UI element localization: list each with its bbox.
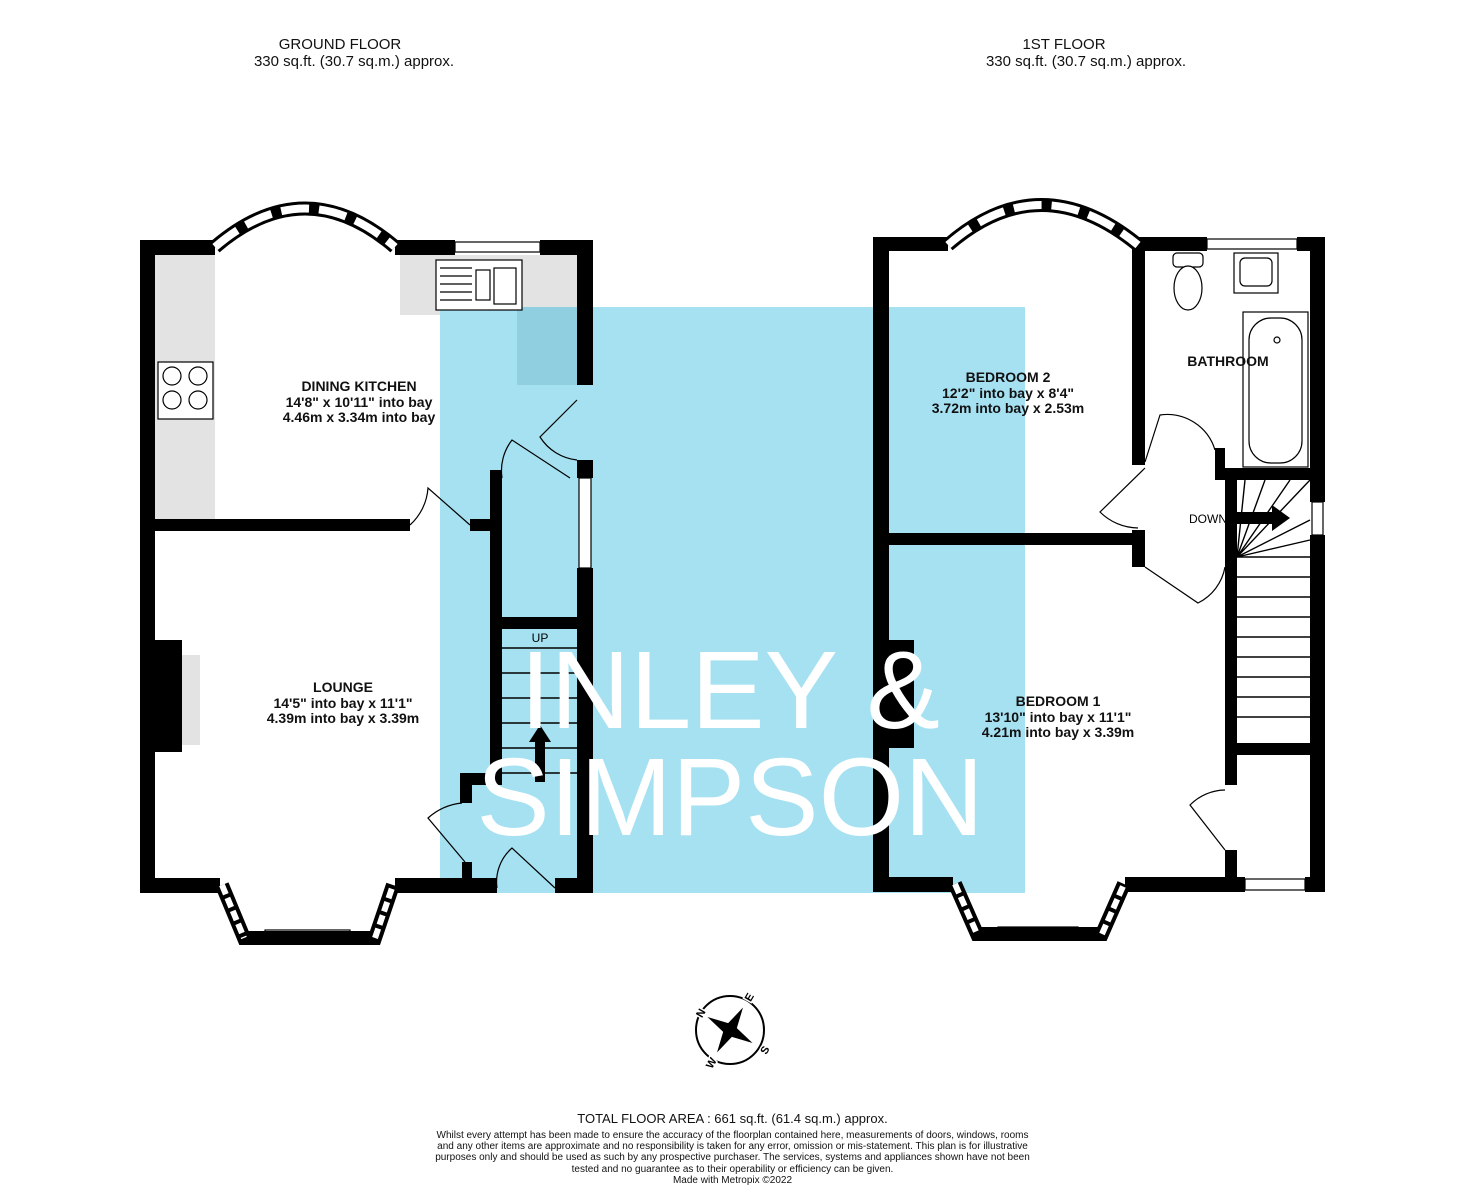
svg-text:4.46m x 3.34m into bay: 4.46m x 3.34m into bay: [283, 409, 436, 425]
ground-floor-title: GROUND FLOOR: [279, 36, 402, 53]
svg-text:BEDROOM 1: BEDROOM 1: [1016, 693, 1101, 709]
credit-text: Made with Metropix ©2022: [672, 1174, 793, 1186]
disclaimer-text: Whilst every attempt has been made to en…: [435, 1130, 1030, 1175]
walls: [873, 237, 1325, 892]
room-lounge: LOUNGE 14'5" into bay x 11'1" 4.39m into…: [267, 679, 420, 726]
ground-floor-area: 330 sq.ft. (30.7 sq.m.) approx.: [254, 53, 454, 70]
svg-text:LOUNGE: LOUNGE: [313, 679, 373, 695]
first-floor-title: 1ST FLOOR: [1022, 36, 1105, 53]
svg-text:13'10" into bay x 11'1": 13'10" into bay x 11'1": [985, 709, 1132, 725]
staircase: [502, 647, 577, 774]
svg-text:BEDROOM 2: BEDROOM 2: [966, 369, 1051, 385]
compass-e: E: [743, 991, 757, 1003]
walls: [140, 240, 593, 893]
bay-window: [948, 881, 1131, 941]
ground-floor-plan: UP: [140, 201, 1025, 945]
svg-text:DINING KITCHEN: DINING KITCHEN: [301, 378, 416, 394]
svg-text:3.72m into bay x 2.53m: 3.72m into bay x 2.53m: [932, 400, 1085, 416]
svg-text:4.21m into bay x 3.39m: 4.21m into bay x 3.39m: [982, 724, 1135, 740]
arrow-up-icon: [529, 725, 551, 782]
total-floor-area: TOTAL FLOOR AREA : 661 sq.ft. (61.4 sq.m…: [577, 1111, 888, 1126]
watermark-box: [440, 307, 1025, 893]
stairs-up-label: UP: [532, 631, 549, 645]
room-bedroom-2: BEDROOM 2 12'2" into bay x 8'4" 3.72m in…: [932, 369, 1085, 416]
room-bedroom-1: BEDROOM 1 13'10" into bay x 11'1" 4.21m …: [982, 693, 1135, 740]
stairs-down-label: DOWN: [1189, 512, 1227, 526]
bath-icon: [1242, 311, 1309, 468]
room-bathroom: BATHROOM: [1187, 353, 1268, 369]
doors: [1099, 413, 1226, 851]
svg-text:4.39m into bay x 3.39m: 4.39m into bay x 3.39m: [267, 710, 420, 726]
basin-icon: [1233, 252, 1279, 294]
compass-w: W: [704, 1055, 720, 1071]
compass-icon: N E S W: [693, 990, 774, 1072]
toilet-icon: [1172, 252, 1204, 311]
sink-icon: [435, 259, 523, 311]
svg-text:14'5" into bay x 11'1": 14'5" into bay x 11'1": [273, 695, 412, 711]
svg-text:14'8" x 10'11" into bay: 14'8" x 10'11" into bay: [286, 394, 433, 410]
watermark-line2: SIMPSON: [476, 736, 983, 859]
room-dining-kitchen: DINING KITCHEN 14'8" x 10'11" into bay 4…: [283, 378, 436, 425]
svg-text:12'2" into bay x 8'4": 12'2" into bay x 8'4": [942, 385, 1074, 401]
first-floor-area: 330 sq.ft. (30.7 sq.m.) approx.: [986, 53, 1186, 70]
first-floor-plan: DOWN: [873, 198, 1325, 941]
compass-n: N: [694, 1007, 708, 1020]
compass-s: S: [758, 1044, 772, 1056]
doors: [409, 399, 578, 889]
hob-icon: [157, 361, 214, 420]
disclaimer: Whilst every attempt has been made to en…: [430, 1130, 1035, 1186]
arrow-down-icon: [1237, 505, 1290, 531]
watermark-line1: INLEY &: [520, 629, 940, 752]
